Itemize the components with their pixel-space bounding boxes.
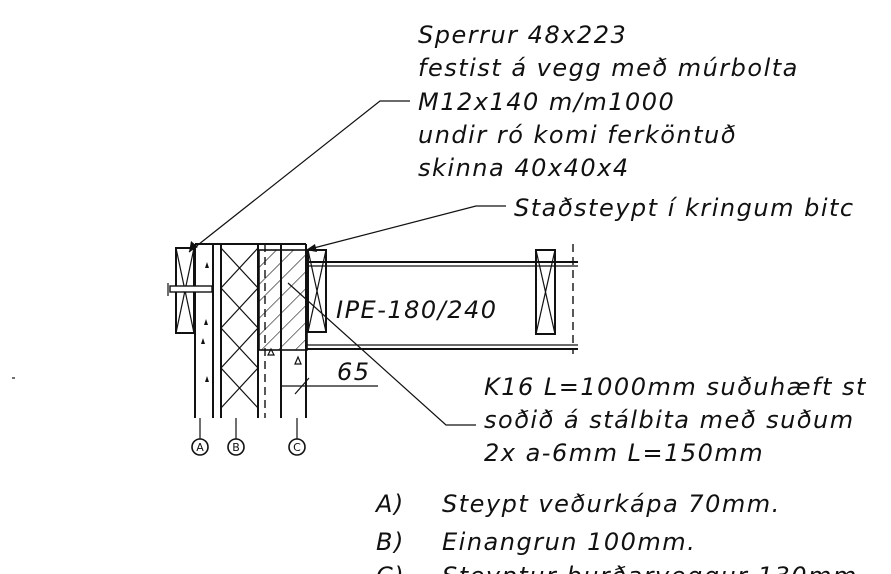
rebar-leader-line (287, 282, 476, 426)
marker-c-circle (288, 438, 306, 456)
rebar-note-line-3: 2x a-6mm L=150mm (484, 439, 764, 467)
cast-concrete-hatch (258, 249, 308, 351)
legend-key-b: B) (376, 528, 405, 556)
layer-legend: A) Steypt veðurkápa 70mm. B) Einangrun 1… (374, 490, 858, 574)
marker-c-label: C (293, 441, 301, 454)
rafter-leader-arrow (189, 241, 198, 252)
legend-key-a: A) (374, 490, 405, 518)
rafter-note: Sperrur 48x223 festist á vegg með múrbol… (418, 21, 799, 182)
legend-text-b: Einangrun 100mm. (442, 528, 696, 556)
rafter-note-line-2: festist á vegg með múrbolta (418, 54, 799, 82)
cast-in-place-note: Staðsteypt í kringum bitc (514, 194, 855, 222)
rafter-note-line-1: Sperrur 48x223 (418, 21, 627, 49)
ipe-beam (306, 244, 578, 354)
beam-label: IPE-180/240 (336, 296, 498, 324)
marker-a-label: A (196, 441, 204, 454)
rafter-note-line-3: M12x140 m/m1000 (418, 88, 675, 116)
rebar-note-line-1: K16 L=1000mm suðuhæft st (484, 373, 867, 401)
layer-markers: A B C (191, 418, 306, 456)
rebar-note: K16 L=1000mm suðuhæft st soðið á stálbit… (484, 373, 867, 467)
rafter-leader-line (188, 100, 410, 253)
legend-text-c: Steyptur burðarveggur 130mm (442, 562, 858, 574)
rafter-note-line-5: skinna 40x40x4 (418, 154, 630, 182)
rebar-note-line-2: soðið á stálbita með suðum (484, 406, 855, 434)
marker-b-circle (227, 438, 245, 456)
legend-text-a: Steypt veðurkápa 70mm. (442, 490, 781, 518)
cast-leader-line (305, 205, 506, 251)
wall-section (167, 243, 307, 418)
marker-a-circle (191, 438, 209, 456)
rafter-note-line-4: undir ró komi ferköntuð (418, 121, 737, 149)
marker-b-label: B (232, 441, 240, 454)
dimension-label: 65 (337, 358, 371, 386)
dimension-line (280, 352, 378, 395)
legend-key-c: C) (376, 562, 405, 574)
